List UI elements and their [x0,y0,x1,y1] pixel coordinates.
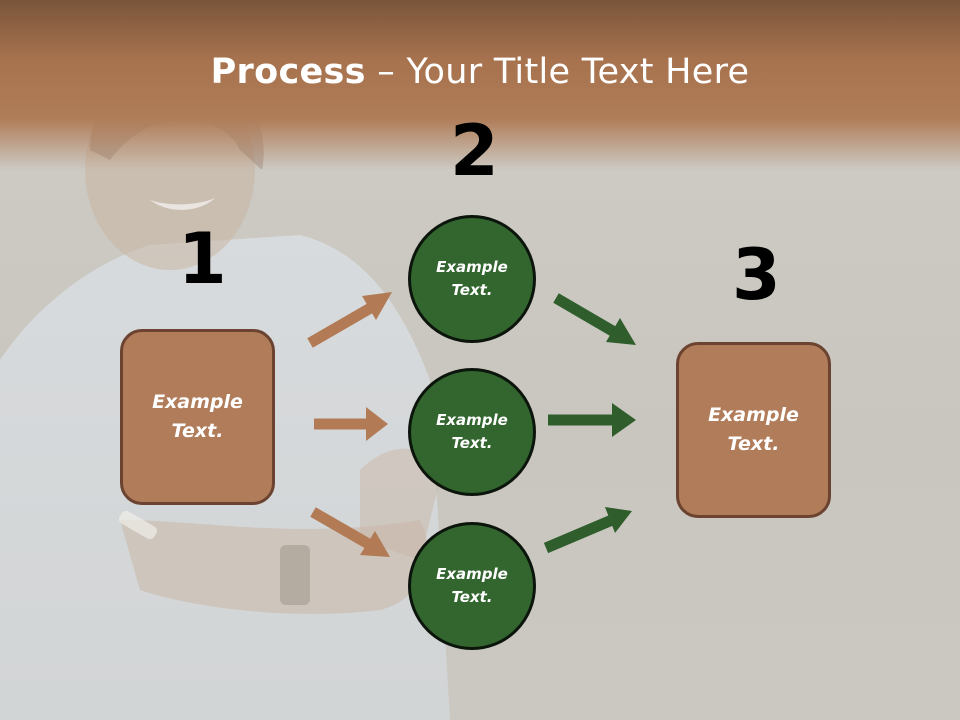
step-2b-line2: Text. [451,434,493,452]
step-2-circle-middle[interactable]: Example Text. [408,368,536,496]
step-number-2: 2 [450,110,499,192]
arrow-2c-to-3 [543,507,632,554]
step-1-line2: Text. [171,420,224,442]
step-2b-line1: Example [436,411,508,429]
step-1-box[interactable]: Example Text. [120,329,275,505]
step-2c-line1: Example [436,565,508,583]
step-3-line2: Text. [727,433,780,455]
step-2c-line2: Text. [451,588,493,606]
title-bold: Process [210,52,366,92]
arrow-1-to-2b [314,407,388,441]
step-2-circle-top[interactable]: Example Text. [408,215,536,343]
step-3-line1: Example [708,404,799,426]
step-2a-line2: Text. [451,281,493,299]
arrow-2b-to-3 [548,403,636,437]
step-2-circle-bottom[interactable]: Example Text. [408,522,536,650]
slide-title: Process – Your Title Text Here [0,52,960,92]
title-banner [0,0,960,170]
arrow-1-to-2a [307,292,392,348]
step-number-3: 3 [732,234,781,316]
step-3-box[interactable]: Example Text. [676,342,831,518]
step-1-line1: Example [152,391,243,413]
step-number-1: 1 [178,218,227,300]
arrow-2a-to-3 [553,293,636,345]
arrow-1-to-2c [310,507,390,557]
step-2a-line1: Example [436,258,508,276]
title-rest: – Your Title Text Here [365,52,750,92]
